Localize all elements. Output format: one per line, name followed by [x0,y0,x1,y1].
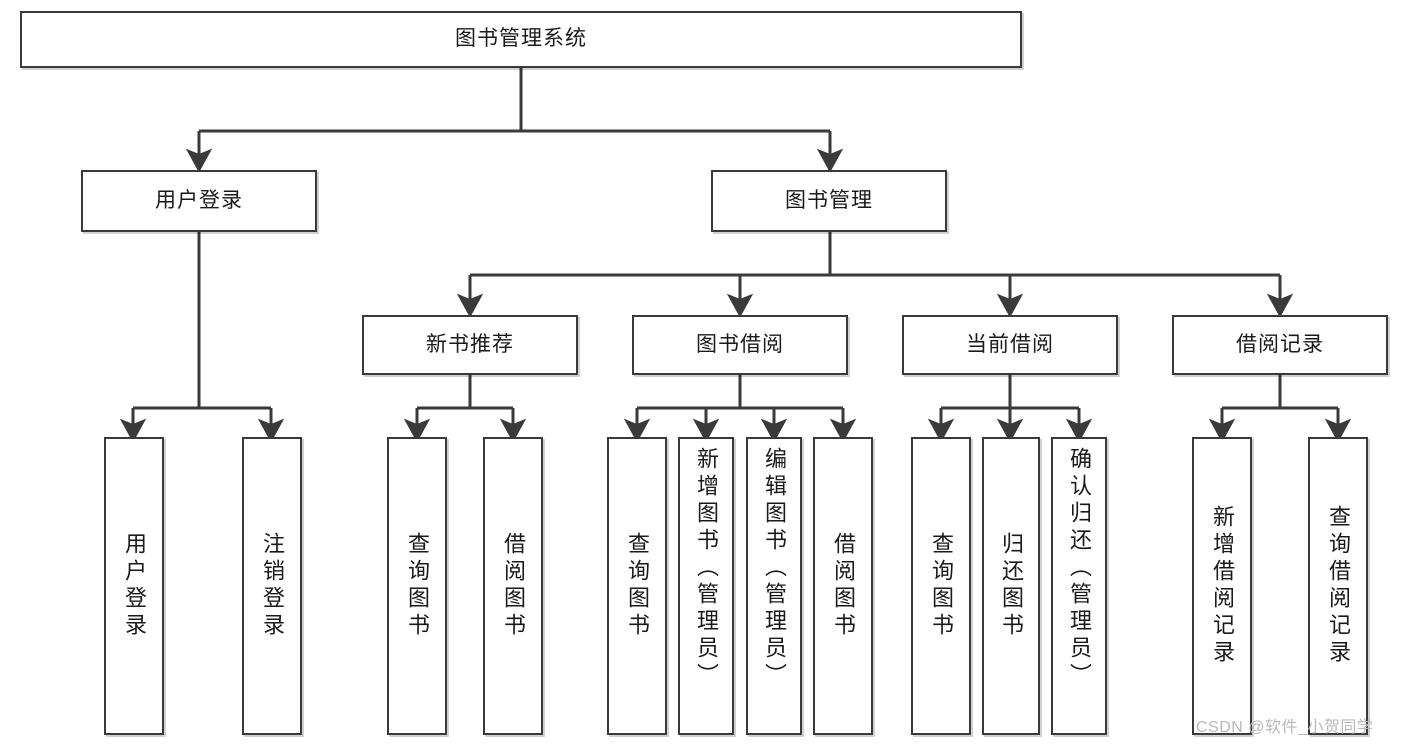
node-leaf-confirm-return-admin-label: 确认归还（管理员） [1067,447,1092,690]
node-book-management-label: 图书管理 [785,188,873,212]
node-leaf-add-book-admin[interactable]: 新增图书（管理员） [678,437,734,735]
node-leaf-query-book-recommend[interactable]: 查询图书 [387,437,447,735]
node-leaf-query-book-current-label: 查询图书 [929,532,954,640]
node-leaf-user-login-label: 用户登录 [122,532,147,640]
node-new-book-recommend[interactable]: 新书推荐 [362,315,578,375]
node-current-borrow-label: 当前借阅 [966,332,1054,356]
node-leaf-query-borrow-record[interactable]: 查询借阅记录 [1308,437,1368,735]
node-book-borrow-label: 图书借阅 [696,332,784,356]
node-borrow-record-label: 借阅记录 [1236,332,1324,356]
node-leaf-logout-label: 注销登录 [260,532,285,640]
node-leaf-return-book-label: 归还图书 [999,532,1024,640]
node-leaf-confirm-return-admin[interactable]: 确认归还（管理员） [1051,437,1107,735]
node-user-login[interactable]: 用户登录 [81,170,317,232]
node-root-label: 图书管理系统 [455,27,587,51]
node-leaf-logout[interactable]: 注销登录 [242,437,302,735]
node-leaf-query-book-current[interactable]: 查询图书 [911,437,971,735]
node-book-management[interactable]: 图书管理 [711,170,947,232]
node-leaf-query-borrow-record-label: 查询借阅记录 [1326,505,1351,667]
csdn-watermark: CSDN @软件_小贺同学 [1196,719,1374,736]
node-leaf-edit-book-admin-label: 编辑图书（管理员） [762,447,787,690]
node-leaf-add-borrow-record[interactable]: 新增借阅记录 [1192,437,1252,735]
node-book-borrow[interactable]: 图书借阅 [632,315,848,375]
node-borrow-record[interactable]: 借阅记录 [1172,315,1388,375]
node-leaf-query-book-recommend-label: 查询图书 [405,532,430,640]
node-leaf-borrow-book[interactable]: 借阅图书 [813,437,873,735]
node-leaf-query-book-borrow[interactable]: 查询图书 [607,437,667,735]
node-leaf-add-book-admin-label: 新增图书（管理员） [694,447,719,690]
node-leaf-query-book-borrow-label: 查询图书 [625,532,650,640]
node-user-login-label: 用户登录 [155,188,243,212]
node-leaf-borrow-book-label: 借阅图书 [831,532,856,640]
node-leaf-return-book[interactable]: 归还图书 [982,437,1040,735]
node-new-book-recommend-label: 新书推荐 [426,332,514,356]
node-current-borrow[interactable]: 当前借阅 [902,315,1118,375]
node-leaf-borrow-book-recommend[interactable]: 借阅图书 [483,437,543,735]
node-leaf-edit-book-admin[interactable]: 编辑图书（管理员） [746,437,802,735]
node-leaf-user-login[interactable]: 用户登录 [104,437,164,735]
node-root[interactable]: 图书管理系统 [20,11,1022,68]
node-leaf-borrow-book-recommend-label: 借阅图书 [501,532,526,640]
node-leaf-add-borrow-record-label: 新增借阅记录 [1210,505,1235,667]
